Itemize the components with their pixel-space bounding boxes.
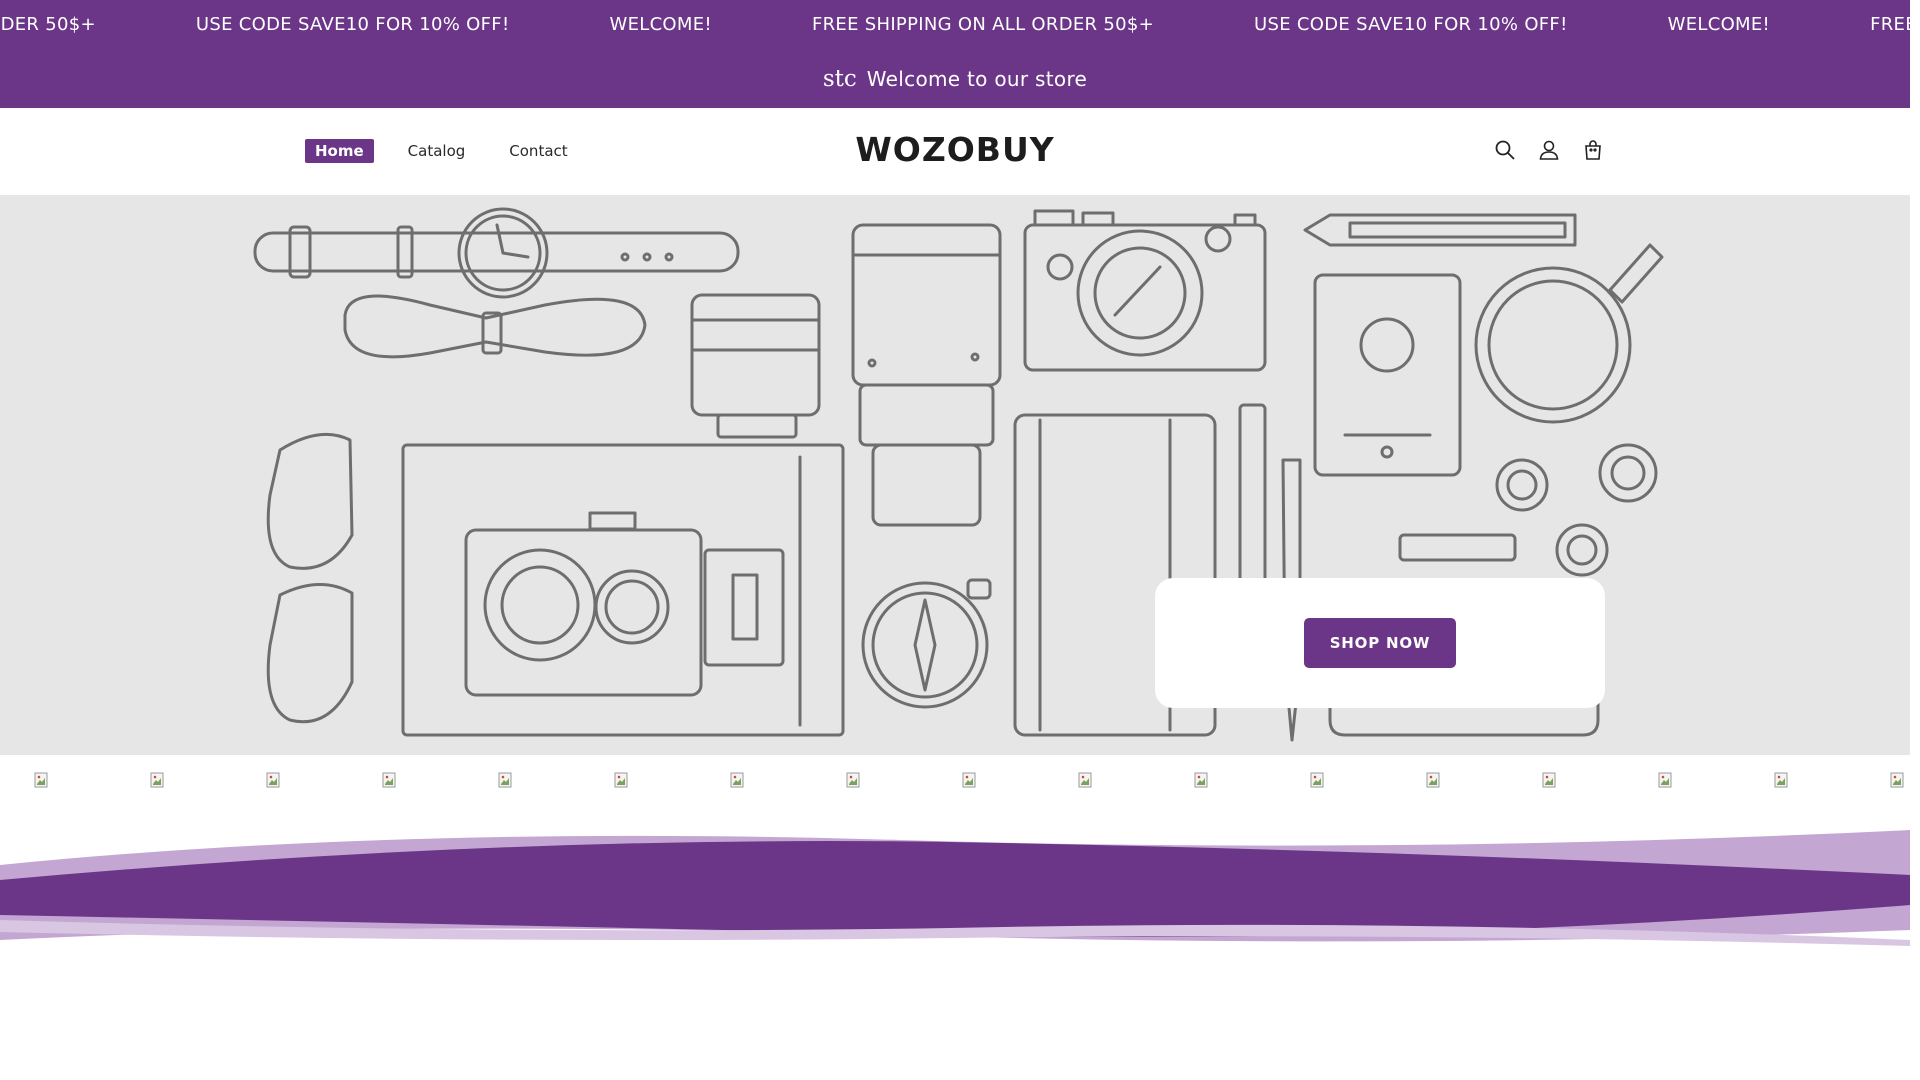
hero-banner: SHOP NOW [0, 195, 1910, 755]
broken-image-icon [266, 772, 280, 788]
broken-image-icon [1426, 772, 1440, 788]
nav-contact[interactable]: Contact [509, 142, 568, 160]
broken-image-icon [498, 772, 512, 788]
broken-image-icon [1890, 772, 1904, 788]
ticker-item: USE CODE SAVE10 FOR 10% OFF! [1254, 14, 1568, 35]
ticker-item: WELCOME! [1667, 14, 1771, 35]
nav-home[interactable]: Home [305, 139, 374, 163]
header-icons [1493, 138, 1605, 162]
travel-items-illustration [253, 207, 1664, 742]
broken-image-icon [614, 772, 628, 788]
broken-image-icon [1310, 772, 1324, 788]
announcement-ticker: ALL ORDER 50$+ USE CODE SAVE10 FOR 10% O… [0, 0, 1910, 50]
ticker-item: USE CODE SAVE10 FOR 10% OFF! [195, 14, 510, 35]
cta-card: SHOP NOW [1155, 578, 1605, 708]
site-header: Home Catalog Contact WOZOBUY [0, 108, 1910, 196]
welcome-bar: stc Welcome to our store [0, 50, 1910, 108]
store-logo[interactable]: WOZOBUY [855, 130, 1055, 169]
brand-logo-strip [0, 755, 1910, 805]
nav-catalog[interactable]: Catalog [407, 142, 466, 160]
ticker-track: ALL ORDER 50$+ USE CODE SAVE10 FOR 10% O… [0, 14, 1910, 35]
broken-image-icon [34, 772, 48, 788]
broken-image-icon [150, 772, 164, 788]
broken-image-icon [1078, 772, 1092, 788]
decorative-wave [0, 830, 1910, 946]
broken-image-icon [846, 772, 860, 788]
ticker-item: ALL ORDER 50$+ [0, 14, 96, 35]
ticker-item: FREE SHIPPING ON ALL ORDER 50$+ [811, 14, 1155, 35]
shop-now-button[interactable]: SHOP NOW [1304, 618, 1456, 668]
cart-icon[interactable] [1581, 138, 1605, 162]
welcome-message: Welcome to our store [866, 67, 1088, 91]
broken-image-icon [1774, 772, 1788, 788]
broken-image-icon [1542, 772, 1556, 788]
search-icon[interactable] [1493, 138, 1517, 162]
ticker-item: FREE SHIPPING ON ALL ORDER 50$+ [1870, 14, 1910, 35]
account-icon[interactable] [1537, 138, 1561, 162]
main-nav: Home Catalog Contact [305, 139, 578, 163]
broken-image-icon [1194, 772, 1208, 788]
broken-image-icon [962, 772, 976, 788]
broken-image-icon [1658, 772, 1672, 788]
broken-image-icon [730, 772, 744, 788]
broken-image-icon [382, 772, 396, 788]
stc-logo: stc [822, 66, 857, 92]
ticker-item: WELCOME! [609, 14, 712, 35]
